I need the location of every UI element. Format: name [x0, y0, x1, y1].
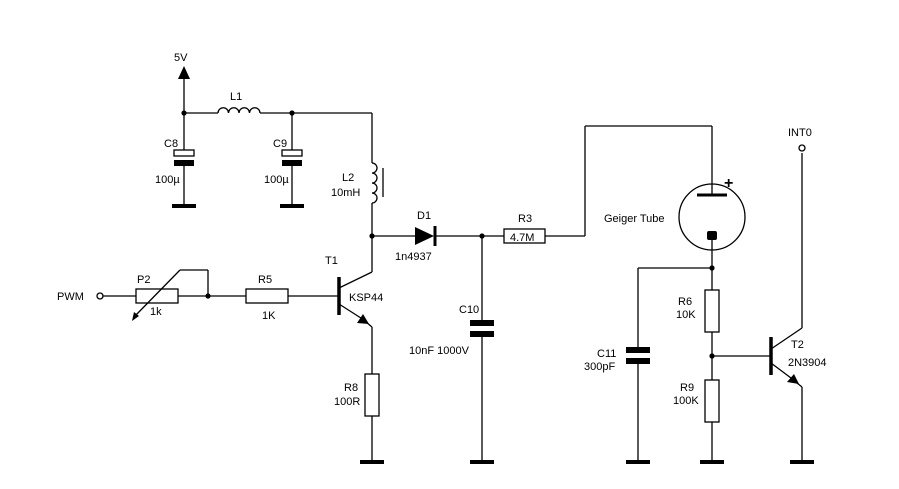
r9-value: 100K	[673, 395, 699, 407]
capacitor-c8	[172, 113, 196, 208]
capacitor-c9	[280, 113, 304, 208]
l2-value: 10mH	[331, 187, 360, 199]
r9-label: R9	[680, 382, 694, 394]
c11-label: C11	[597, 348, 616, 360]
resistor-r3	[503, 125, 713, 244]
int0-label: INT0	[788, 127, 812, 139]
pwm-label: PWM	[57, 291, 84, 303]
d1-value: 1n4937	[395, 251, 432, 263]
pwm-terminal	[96, 292, 136, 300]
r3-label: R3	[518, 213, 532, 225]
geiger-label: Geiger Tube	[604, 213, 665, 225]
inductor-l1	[217, 107, 261, 114]
transistor-t1	[337, 271, 373, 374]
d1-label: D1	[417, 210, 431, 222]
resistor-r5	[245, 288, 338, 304]
p2-label: P2	[137, 274, 150, 286]
c9-label: C9	[273, 138, 287, 150]
capacitor-c10	[470, 236, 494, 464]
t2-value: 2N3904	[788, 357, 827, 369]
resistor-r9	[700, 379, 724, 464]
r3-value: 4.7M	[510, 232, 534, 244]
resistor-r6	[704, 289, 770, 380]
potentiometer-p2	[132, 269, 246, 321]
vcc-label: 5V	[174, 52, 188, 64]
cathode-node	[637, 265, 715, 347]
r6-value: 10K	[676, 309, 696, 321]
p2-value: 1k	[150, 306, 162, 318]
vcc-5v-arrow	[178, 66, 190, 113]
top-rail-wires	[181, 110, 372, 116]
r5-label: R5	[258, 274, 272, 286]
int0-terminal	[798, 144, 806, 152]
l2-label: L2	[342, 172, 354, 184]
l1-label: L1	[230, 91, 242, 103]
anode-plus-label: +	[724, 175, 733, 192]
capacitor-c11	[626, 347, 650, 464]
t1-label: T1	[325, 255, 338, 267]
t2-label: T2	[791, 339, 804, 351]
geiger-tube	[678, 183, 746, 268]
resistor-r8	[360, 373, 384, 464]
r8-value: 100R	[334, 396, 360, 408]
c11-value: 300pF	[584, 361, 615, 373]
switch-node	[369, 233, 415, 272]
r5-value: 1K	[262, 310, 276, 322]
t1-value: KSP44	[349, 292, 383, 304]
c10-label: C10	[459, 304, 479, 316]
c8-label: C8	[164, 138, 178, 150]
r8-label: R8	[344, 382, 358, 394]
transistor-t2	[769, 153, 814, 464]
c8-value: 100µ	[155, 174, 180, 186]
r6-label: R6	[678, 296, 692, 308]
c9-value: 100µ	[264, 174, 289, 186]
c10-value: 10nF 1000V	[409, 345, 470, 357]
inductor-l2	[371, 113, 384, 236]
